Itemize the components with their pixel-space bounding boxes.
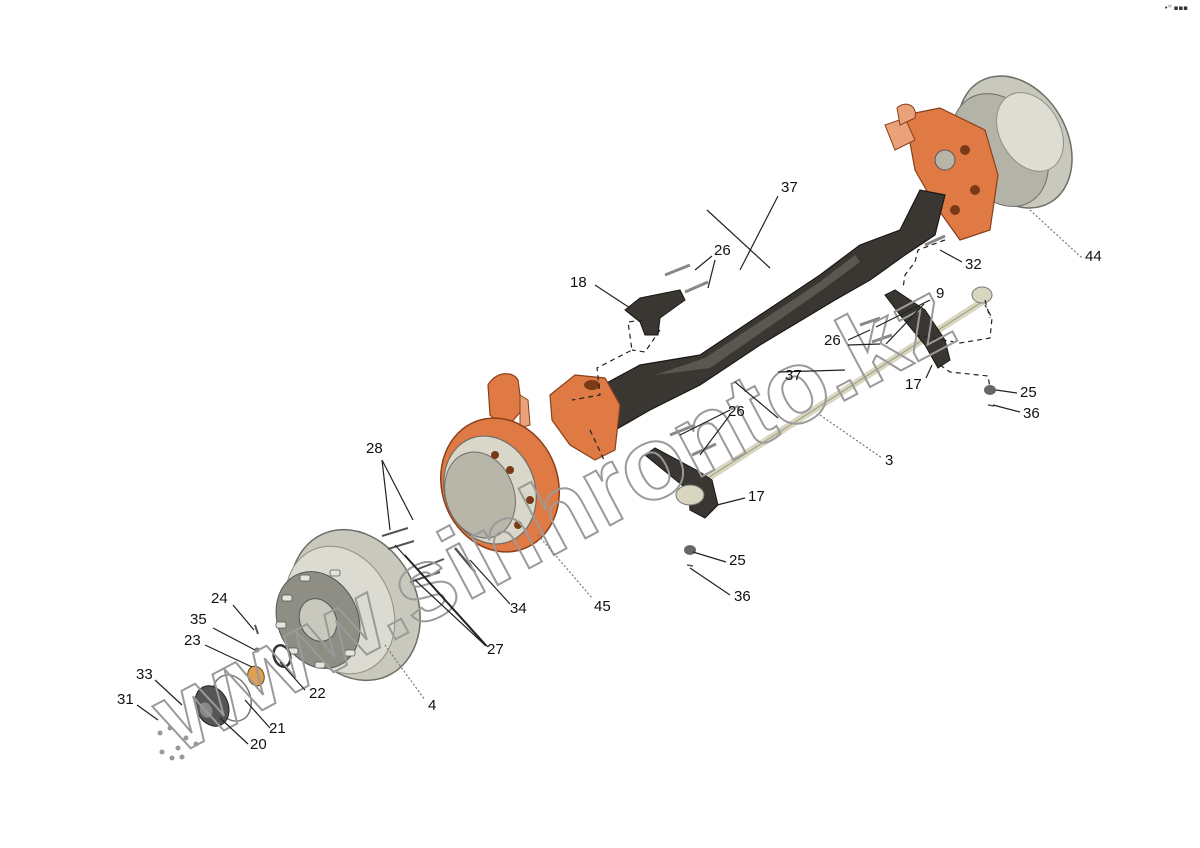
front-axle-beam <box>573 189 946 431</box>
left-spring-seat <box>549 374 621 461</box>
left-brake-assembly <box>439 417 561 553</box>
assembly-dashed-lines <box>571 239 993 463</box>
callout-28: 28 <box>366 440 383 457</box>
callout-26-center: 26 <box>728 403 745 420</box>
callout-26-right: 26 <box>824 332 841 349</box>
corner-mark: •ᴴ ▪▪▪ <box>1164 4 1188 12</box>
callout-20: 20 <box>250 736 267 753</box>
right-knuckle-orange <box>884 103 999 241</box>
callout-32: 32 <box>965 256 982 273</box>
callout-25-left: 25 <box>729 552 746 569</box>
callout-36-right: 36 <box>1023 405 1040 422</box>
callout-26-top: 26 <box>714 242 731 259</box>
watermark-text: www.sinhronto.kz <box>134 257 972 776</box>
callout-17-right: 17 <box>905 376 922 393</box>
leader-lines <box>136 195 1083 745</box>
callout-36-left: 36 <box>734 588 751 605</box>
callout-4: 4 <box>428 697 437 714</box>
hub-small-parts <box>157 624 292 761</box>
callout-31: 31 <box>117 691 134 708</box>
callout-34: 34 <box>510 600 527 617</box>
watermark: www.sinhronto.kz <box>133 256 973 777</box>
callout-44: 44 <box>1085 248 1102 265</box>
callout-45: 45 <box>594 598 611 615</box>
callout-22: 22 <box>309 685 326 702</box>
callout-25-right: 25 <box>1020 384 1037 401</box>
callout-37-top: 37 <box>781 179 798 196</box>
callout-24: 24 <box>211 590 228 607</box>
callout-21: 21 <box>269 720 286 737</box>
bracket-18 <box>624 263 709 336</box>
steering-arm-right <box>684 234 996 567</box>
callout-9: 9 <box>936 285 945 302</box>
callout-35: 35 <box>190 611 207 628</box>
callout-18: 18 <box>570 274 587 291</box>
callout-3: 3 <box>885 452 894 469</box>
callout-17-left: 17 <box>748 488 765 505</box>
callout-27: 27 <box>487 641 504 658</box>
callout-37-mid: 37 <box>785 367 802 384</box>
callout-33: 33 <box>136 666 153 683</box>
callout-23: 23 <box>184 632 201 649</box>
left-brake-drum <box>275 528 421 682</box>
